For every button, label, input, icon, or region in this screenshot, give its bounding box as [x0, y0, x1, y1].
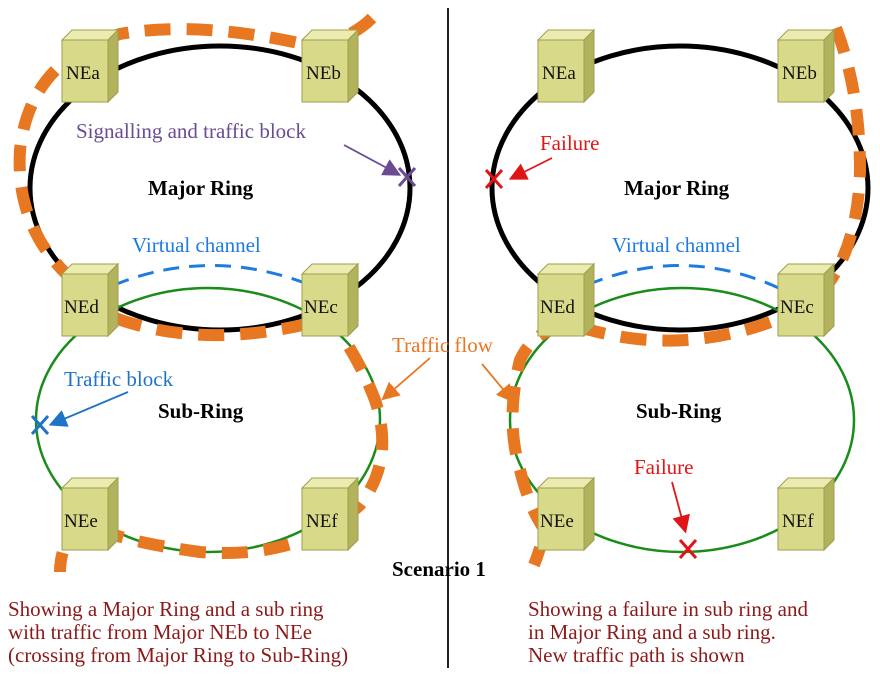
failure-sub-label: Failure [634, 455, 693, 479]
sub-ring [508, 286, 856, 554]
right-panel: NEa NEb NEd NEc NEe [481, 25, 871, 568]
node-label: NEa [542, 63, 576, 84]
node-nec: NEc [300, 262, 360, 338]
signal-block-arrow [343, 144, 402, 176]
traffic-block-x-mark [30, 415, 50, 435]
node-nec: NEc [776, 262, 836, 338]
traffic-block-label: Traffic block [64, 367, 174, 391]
traffic-flow-path [13, 13, 389, 573]
node-neb: NEb [776, 28, 836, 104]
major-ring [489, 43, 871, 333]
node-label: NEa [66, 63, 100, 84]
node-label: NEb [782, 63, 817, 84]
node-ned: NEd [536, 262, 596, 338]
node-nea: NEa [60, 28, 120, 104]
node-label: NEe [64, 511, 98, 532]
failure-major-arrow [508, 157, 553, 180]
node-neb: NEb [300, 28, 360, 104]
failure-major-x-mark [484, 169, 504, 189]
node-nee: NEe [536, 476, 596, 552]
right-caption: Showing a failure in sub ring and in Maj… [528, 597, 808, 667]
node-ned: NEd [60, 262, 120, 338]
node-nea: NEa [536, 28, 596, 104]
node-label: NEb [306, 63, 341, 84]
left-caption: Showing a Major Ring and a sub ring with… [8, 597, 349, 667]
node-label: NEf [306, 511, 338, 532]
node-nef: NEf [776, 476, 836, 552]
left-panel: NEa NEb NEd NEc NEe [13, 13, 494, 573]
virtual-channel-label: Virtual channel [132, 233, 261, 257]
node-label: NEe [540, 511, 574, 532]
virtual-channel-label: Virtual channel [612, 233, 741, 257]
node-label: NEd [540, 297, 575, 318]
virtual-channel [563, 264, 796, 298]
virtual-channel [89, 264, 336, 298]
node-label: NEd [64, 297, 99, 318]
node-label: NEc [304, 297, 338, 318]
traffic-flow-arrow-right [481, 363, 515, 403]
node-label: NEc [780, 297, 814, 318]
sub-ring-label: Sub-Ring [636, 399, 722, 423]
failure-sub-arrow [671, 481, 690, 534]
signal-block-label: Signalling and traffic block [76, 119, 306, 143]
node-nef: NEf [300, 476, 360, 552]
traffic-flow-label: Traffic flow [392, 333, 494, 357]
major-ring-label: Major Ring [624, 176, 730, 200]
failure-major-label: Failure [540, 131, 599, 155]
node-nee: NEe [60, 476, 120, 552]
scenario-title: Scenario 1 [392, 557, 486, 581]
traffic-block-arrow [48, 391, 129, 427]
sub-ring-label: Sub-Ring [158, 399, 244, 423]
failure-sub-x-mark [678, 539, 698, 559]
traffic-flow-arrow-left [381, 357, 431, 401]
node-label: NEf [782, 511, 814, 532]
signal-block-x-mark [397, 167, 417, 187]
major-ring-label: Major Ring [148, 176, 254, 200]
